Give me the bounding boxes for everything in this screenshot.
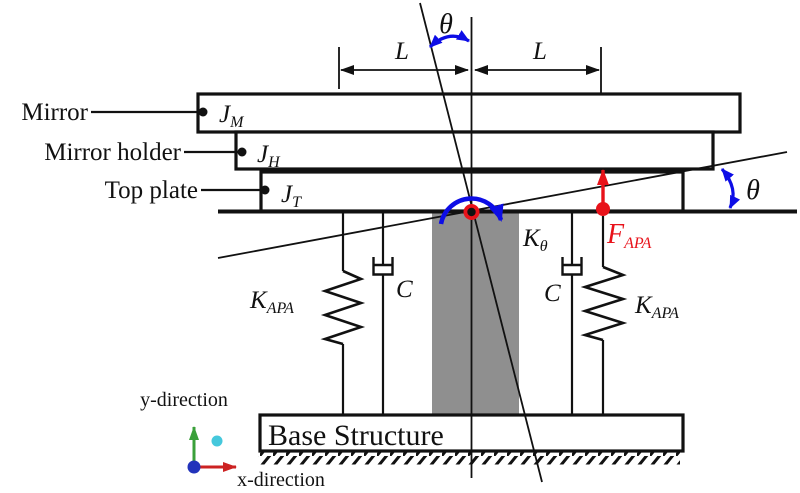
top-plate-inertia-label: JT: [281, 181, 302, 211]
suspension-elements: [320, 213, 628, 415]
top-angle-arc: [428, 30, 470, 49]
z-axis-dot: [211, 435, 223, 447]
y-axis-label: y-direction: [140, 389, 228, 411]
rotation-arrow: [438, 196, 504, 225]
mirror-label: Mirror: [21, 99, 88, 126]
coordinate-axes: y-direction x-direction: [140, 389, 325, 491]
mirror-inertia-label: JM: [219, 101, 245, 131]
force-label: FAPA: [606, 219, 652, 252]
mirror-holder-label: Mirror holder: [44, 139, 181, 166]
mirror-holder-inertia-label: JH: [257, 141, 281, 171]
mirror-holder-leader-dot: [237, 147, 247, 157]
plate-callouts: Mirror JM Mirror holder JH Top plate JT: [21, 99, 302, 211]
ground-hatching: [258, 452, 680, 465]
right-angle-arc: [720, 167, 741, 209]
right-spring-coil: [580, 265, 628, 342]
x-axis-label: x-direction: [237, 469, 325, 491]
mirror-leader-dot: [198, 107, 208, 117]
top-angle-label: θ: [439, 9, 453, 40]
right-length-label: L: [532, 38, 547, 65]
right-angle-label: θ: [746, 175, 760, 206]
top-plate-label: Top plate: [105, 177, 198, 204]
mirror-plate: [196, 92, 742, 134]
origin-dot: [187, 460, 201, 474]
left-length-label: L: [394, 38, 409, 65]
left-damper-label: C: [396, 276, 413, 303]
left-spring-label: KAPA: [249, 287, 294, 317]
right-spring-label: KAPA: [634, 292, 679, 322]
mirror-holder-plate: [234, 130, 715, 171]
top-plate-leader-dot: [260, 185, 270, 195]
right-damper-label: C: [544, 280, 561, 307]
left-spring-coil: [320, 269, 366, 346]
base-structure-label: Base Structure: [268, 419, 444, 452]
force-application-dot: [596, 202, 610, 216]
pivot-dot-inner: [467, 207, 476, 217]
tilted-strut-axis-line: [419, 2, 543, 483]
dimension-annotation: L L: [338, 38, 602, 94]
rotational-stiffness-label: Kθ: [522, 225, 548, 255]
central-strut: [432, 206, 519, 415]
